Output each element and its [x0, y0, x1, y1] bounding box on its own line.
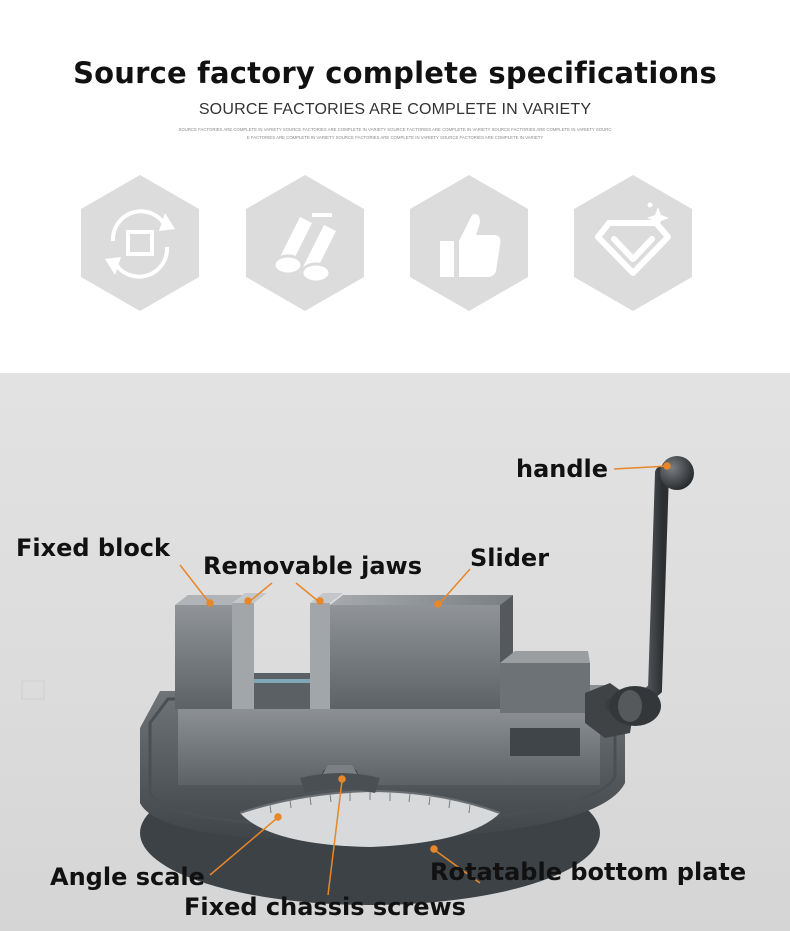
label-fixed-chassis-screws: Fixed chassis screws	[184, 893, 466, 921]
diamond-icon	[574, 175, 692, 311]
label-rotatable-bottom-plate: Rotatable bottom plate	[430, 858, 747, 886]
thumbs-up-icon	[410, 175, 528, 311]
product-section: handle Fixed block Removable jaws Slider…	[0, 373, 790, 931]
page-subtitle: SOURCE FACTORIES ARE COMPLETE IN VARIETY	[198, 101, 592, 118]
feature-icons-row	[0, 175, 790, 315]
label-slider: Slider	[470, 544, 550, 572]
label-angle-scale: Angle scale	[50, 863, 205, 891]
label-fixed-block: Fixed block	[16, 534, 170, 562]
label-removable-jaws: Removable jaws	[203, 552, 423, 580]
header-section: Source factory complete specifications S…	[0, 0, 790, 373]
rotate-arrows-icon	[81, 175, 199, 311]
fine-print-line-2: E FACTORIES ARE COMPLETE IN VARIETY SOUR…	[246, 135, 544, 140]
page-title: Source factory complete specifications	[73, 56, 717, 90]
vise-illustration	[21, 456, 694, 905]
fine-print-line-1: SOURCE FACTORIES ARE COMPLETE IN VARIETY…	[178, 127, 612, 132]
steel-bars-icon	[246, 175, 364, 311]
label-handle: handle	[516, 455, 609, 483]
